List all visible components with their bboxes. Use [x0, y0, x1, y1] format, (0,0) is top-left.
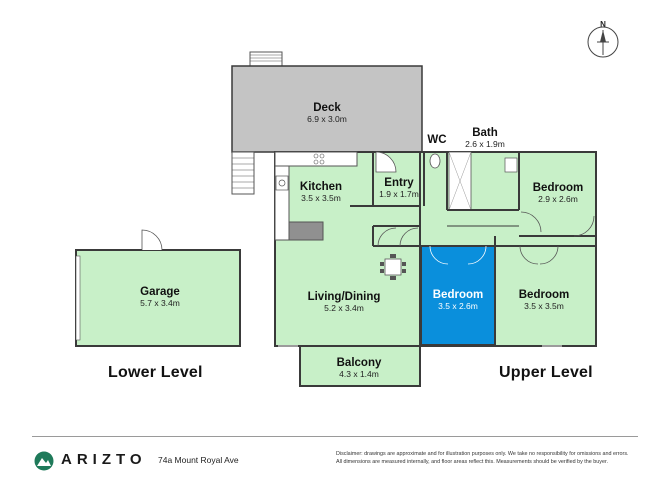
kitchen-dims: 3.5 x 3.5m	[301, 193, 341, 203]
bedroom-se-label: Bedroom	[519, 289, 569, 301]
bath-dims: 2.6 x 1.9m	[465, 139, 505, 149]
entry-label: Entry	[384, 177, 414, 189]
brand-name: ARIZTO	[61, 451, 147, 468]
garage-label: Garage	[140, 286, 180, 298]
compass-letter: N	[600, 20, 606, 29]
footer-divider	[32, 436, 638, 437]
arizto-logo-icon	[34, 451, 54, 471]
deck-dims: 6.9 x 3.0m	[307, 114, 347, 124]
deck-label: Deck	[313, 102, 341, 114]
balcony	[299, 345, 421, 387]
disclaimer-line-1: Disclaimer: drawings are approximate and…	[336, 451, 629, 457]
bedroom-ne-label: Bedroom	[533, 182, 583, 194]
wc-label: WC	[427, 134, 446, 146]
bedroom-se-dims: 3.5 x 3.5m	[524, 301, 564, 311]
upper-level-structure	[274, 151, 597, 347]
balcony-label: Balcony	[337, 357, 382, 369]
bedroom-mid-dims: 3.5 x 2.6m	[438, 301, 478, 311]
room-labels: Deck 6.9 x 3.0m Garage 5.7 x 3.4m Kitche…	[140, 102, 583, 379]
bedroom-ne-dims: 2.9 x 2.6m	[538, 194, 578, 204]
bath-label: Bath	[472, 127, 498, 139]
property-address: 74a Mount Royal Ave	[158, 455, 239, 465]
upper-level-label: Upper Level	[499, 364, 593, 381]
disclaimer-line-2: All dimensions are measured internally, …	[336, 458, 608, 465]
bedroom-mid-label: Bedroom	[433, 289, 483, 301]
garage-dims: 5.7 x 3.4m	[140, 298, 180, 308]
living-label: Living/Dining	[308, 291, 381, 303]
balcony-dims: 4.3 x 1.4m	[339, 369, 379, 379]
kitchen-label: Kitchen	[300, 181, 342, 193]
disclaimer: Disclaimer: drawings are approximate and…	[336, 451, 636, 466]
north-compass-icon: N	[585, 18, 621, 64]
lower-level-label: Lower Level	[108, 364, 203, 381]
entry-dims: 1.9 x 1.7m	[379, 189, 419, 199]
garage	[75, 229, 241, 347]
living-dims: 5.2 x 3.4m	[324, 303, 364, 313]
